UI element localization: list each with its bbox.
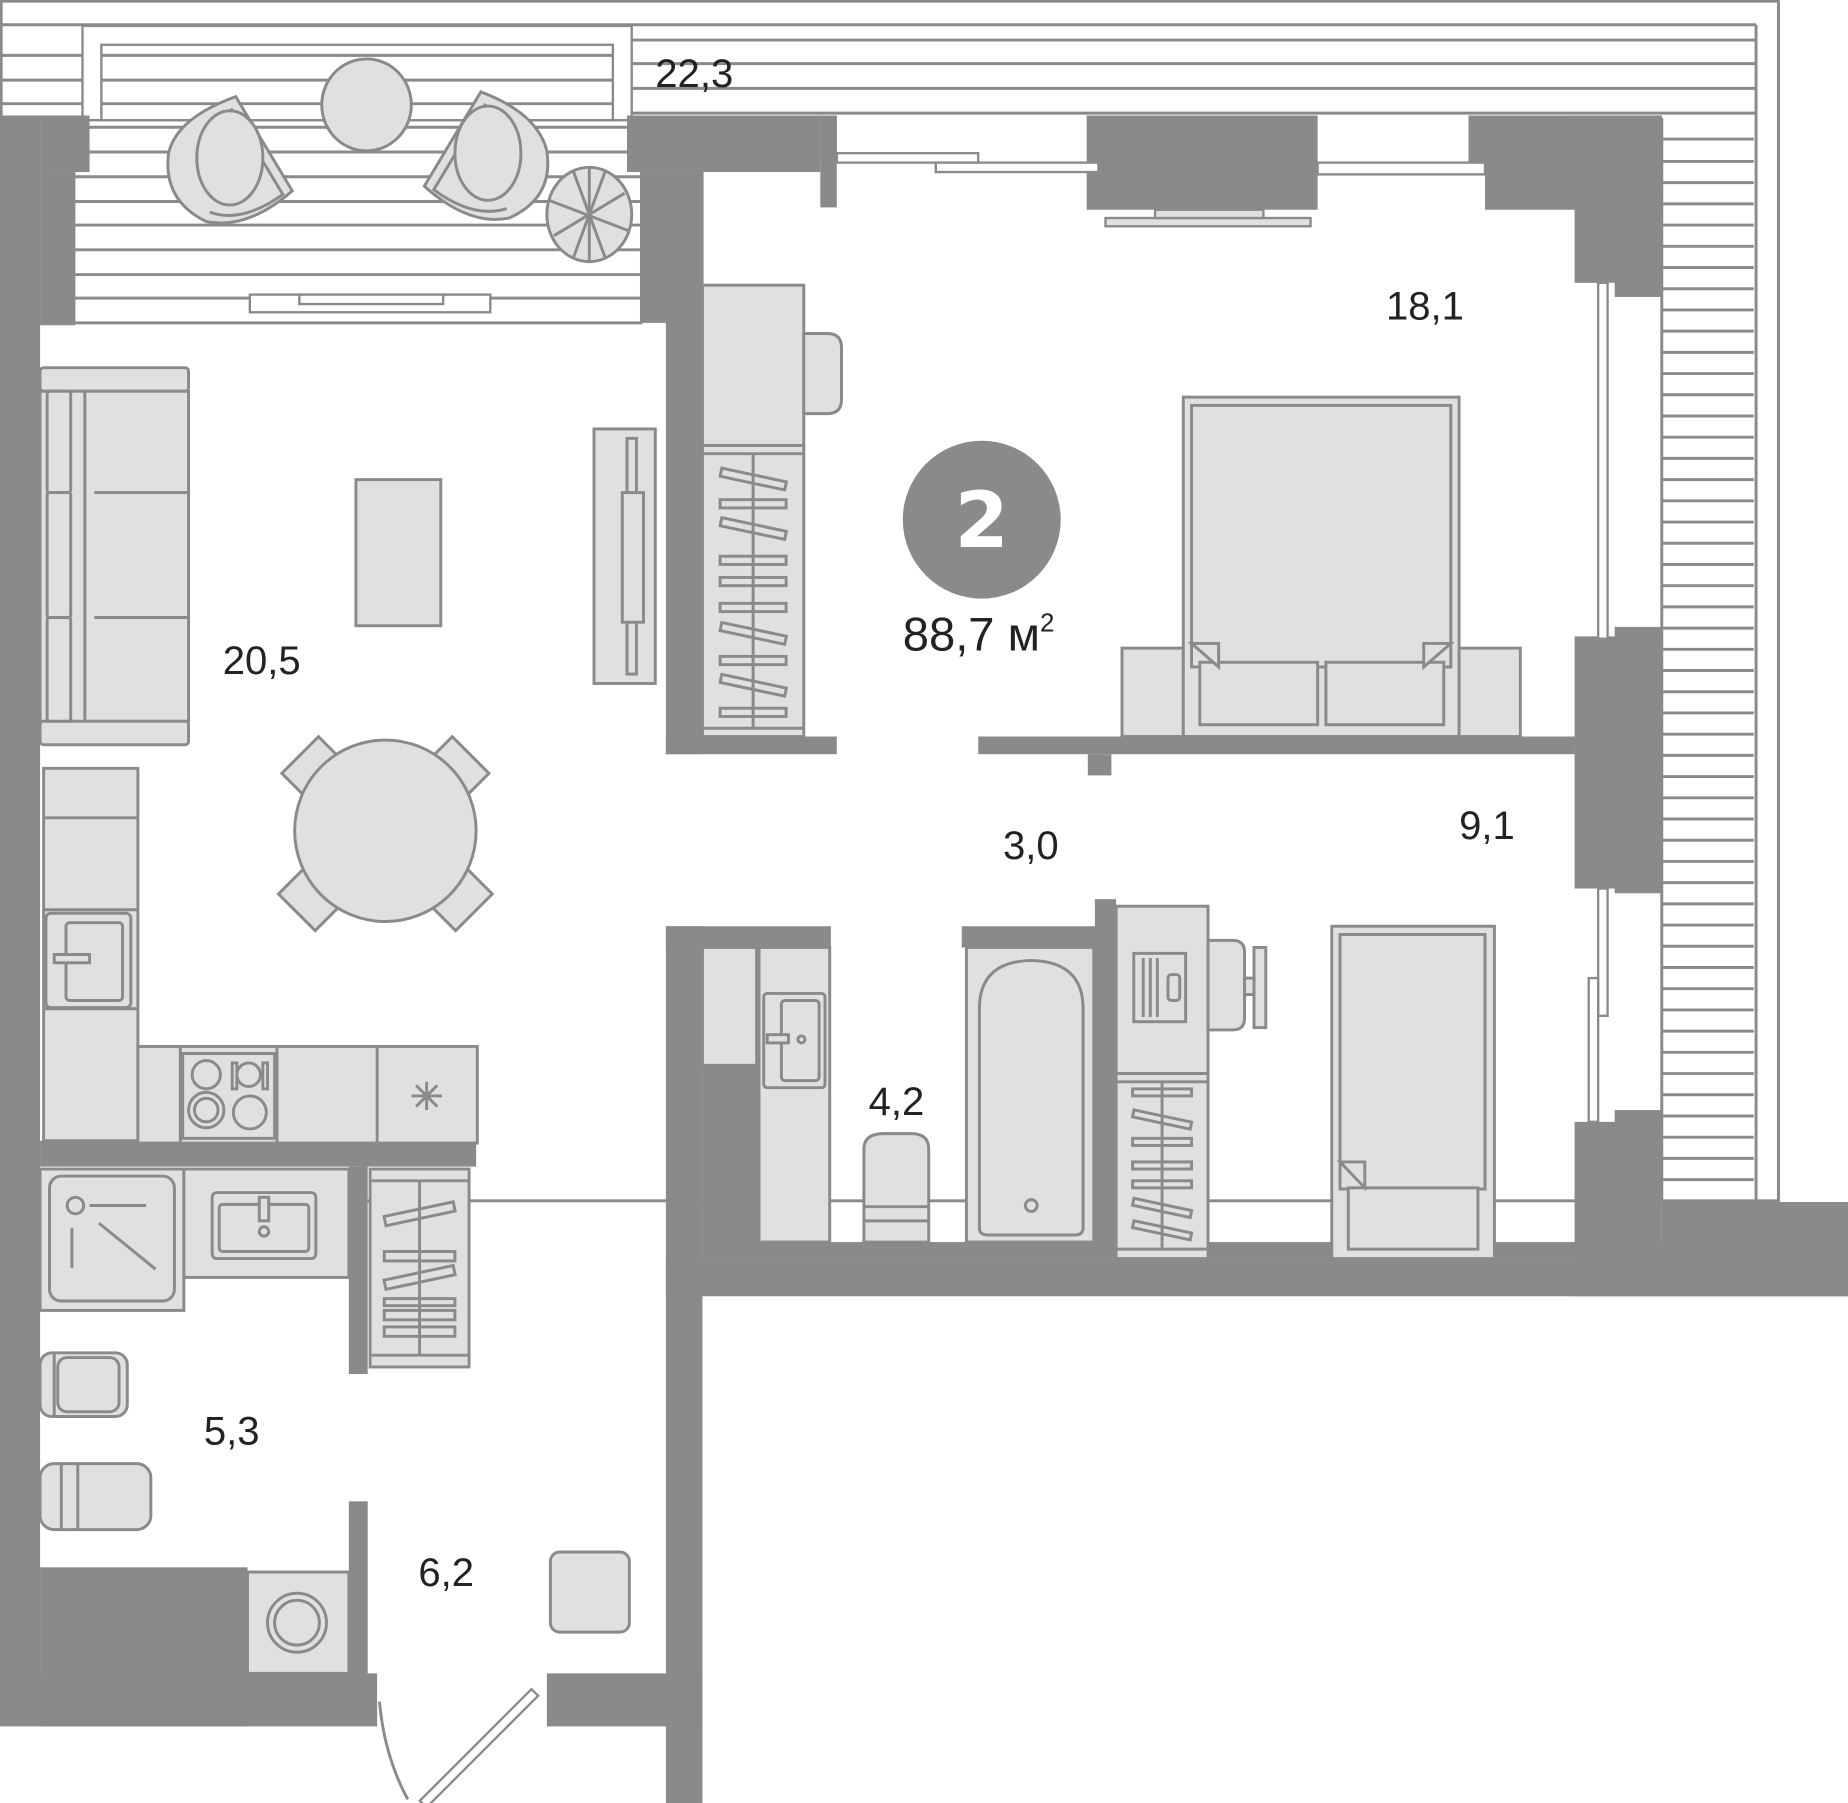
office-chair [1206,938,1268,1032]
plant [545,165,634,264]
tv-stand [592,427,657,685]
pouf [548,1550,631,1634]
balcony-furniture [166,57,634,264]
wardrobe-large [700,443,806,738]
room-area-corridor: 3,0 [1003,824,1059,868]
room-area-bedroom-large: 18,1 [1386,284,1464,328]
dining-table [293,738,478,924]
toilet-small [862,1132,931,1244]
wardrobe-small [1114,1072,1210,1261]
room-area-balcony: 22,3 [655,52,733,96]
total-area: 88,7 м2 [903,607,1055,660]
fridge-snowflake-icon [411,1081,442,1111]
room-labels: 22,3 18,1 20,5 3,0 9,1 4,2 5,3 6,2 [204,52,1515,1595]
room-area-bathroom-small: 4,2 [869,1080,925,1124]
room-area-hallway: 6,2 [418,1551,474,1595]
bathroom-large-fixtures [38,1167,471,1675]
lounge-chair-right [422,90,550,221]
single-bed [1330,924,1496,1261]
large-bedroom-furniture [700,283,1522,738]
bathtub [964,945,1096,1244]
wardrobe-hall [368,1167,471,1369]
entrance-door [378,1687,540,1803]
decking-right [1660,117,1754,1202]
washbasin [182,1167,351,1279]
walls [0,115,1848,1803]
shower [38,1167,186,1312]
washbasin-small [762,991,827,1090]
hallway-fixtures [378,1550,631,1803]
coffee-table [354,478,443,628]
cooktop [181,1052,277,1140]
bedroom-desk [700,283,843,447]
rooms-count: 2 [955,476,1009,566]
kitchen-sink [44,911,133,1010]
living-room-furniture [38,366,657,933]
lounge-chair-left [166,94,295,225]
room-area-bedroom-small: 9,1 [1459,804,1515,848]
kitchen [42,766,479,1145]
dining-set [276,734,495,933]
washing-machine [246,1570,351,1675]
double-bed [1120,395,1522,738]
small-bedroom-furniture [1114,904,1496,1261]
bathroom-small-fixtures [700,945,1096,1244]
decking-top [0,38,1757,115]
desk [1114,904,1210,1076]
rooms-count-badge: 2 [902,440,1061,599]
sofa [38,366,191,747]
bathtub-short [38,1462,153,1532]
room-area-bathroom-large: 5,3 [204,1410,260,1454]
toilet [38,1351,129,1418]
room-area-living-kitchen: 20,5 [223,639,301,683]
windows [835,152,1609,1124]
balcony-table [320,57,413,153]
